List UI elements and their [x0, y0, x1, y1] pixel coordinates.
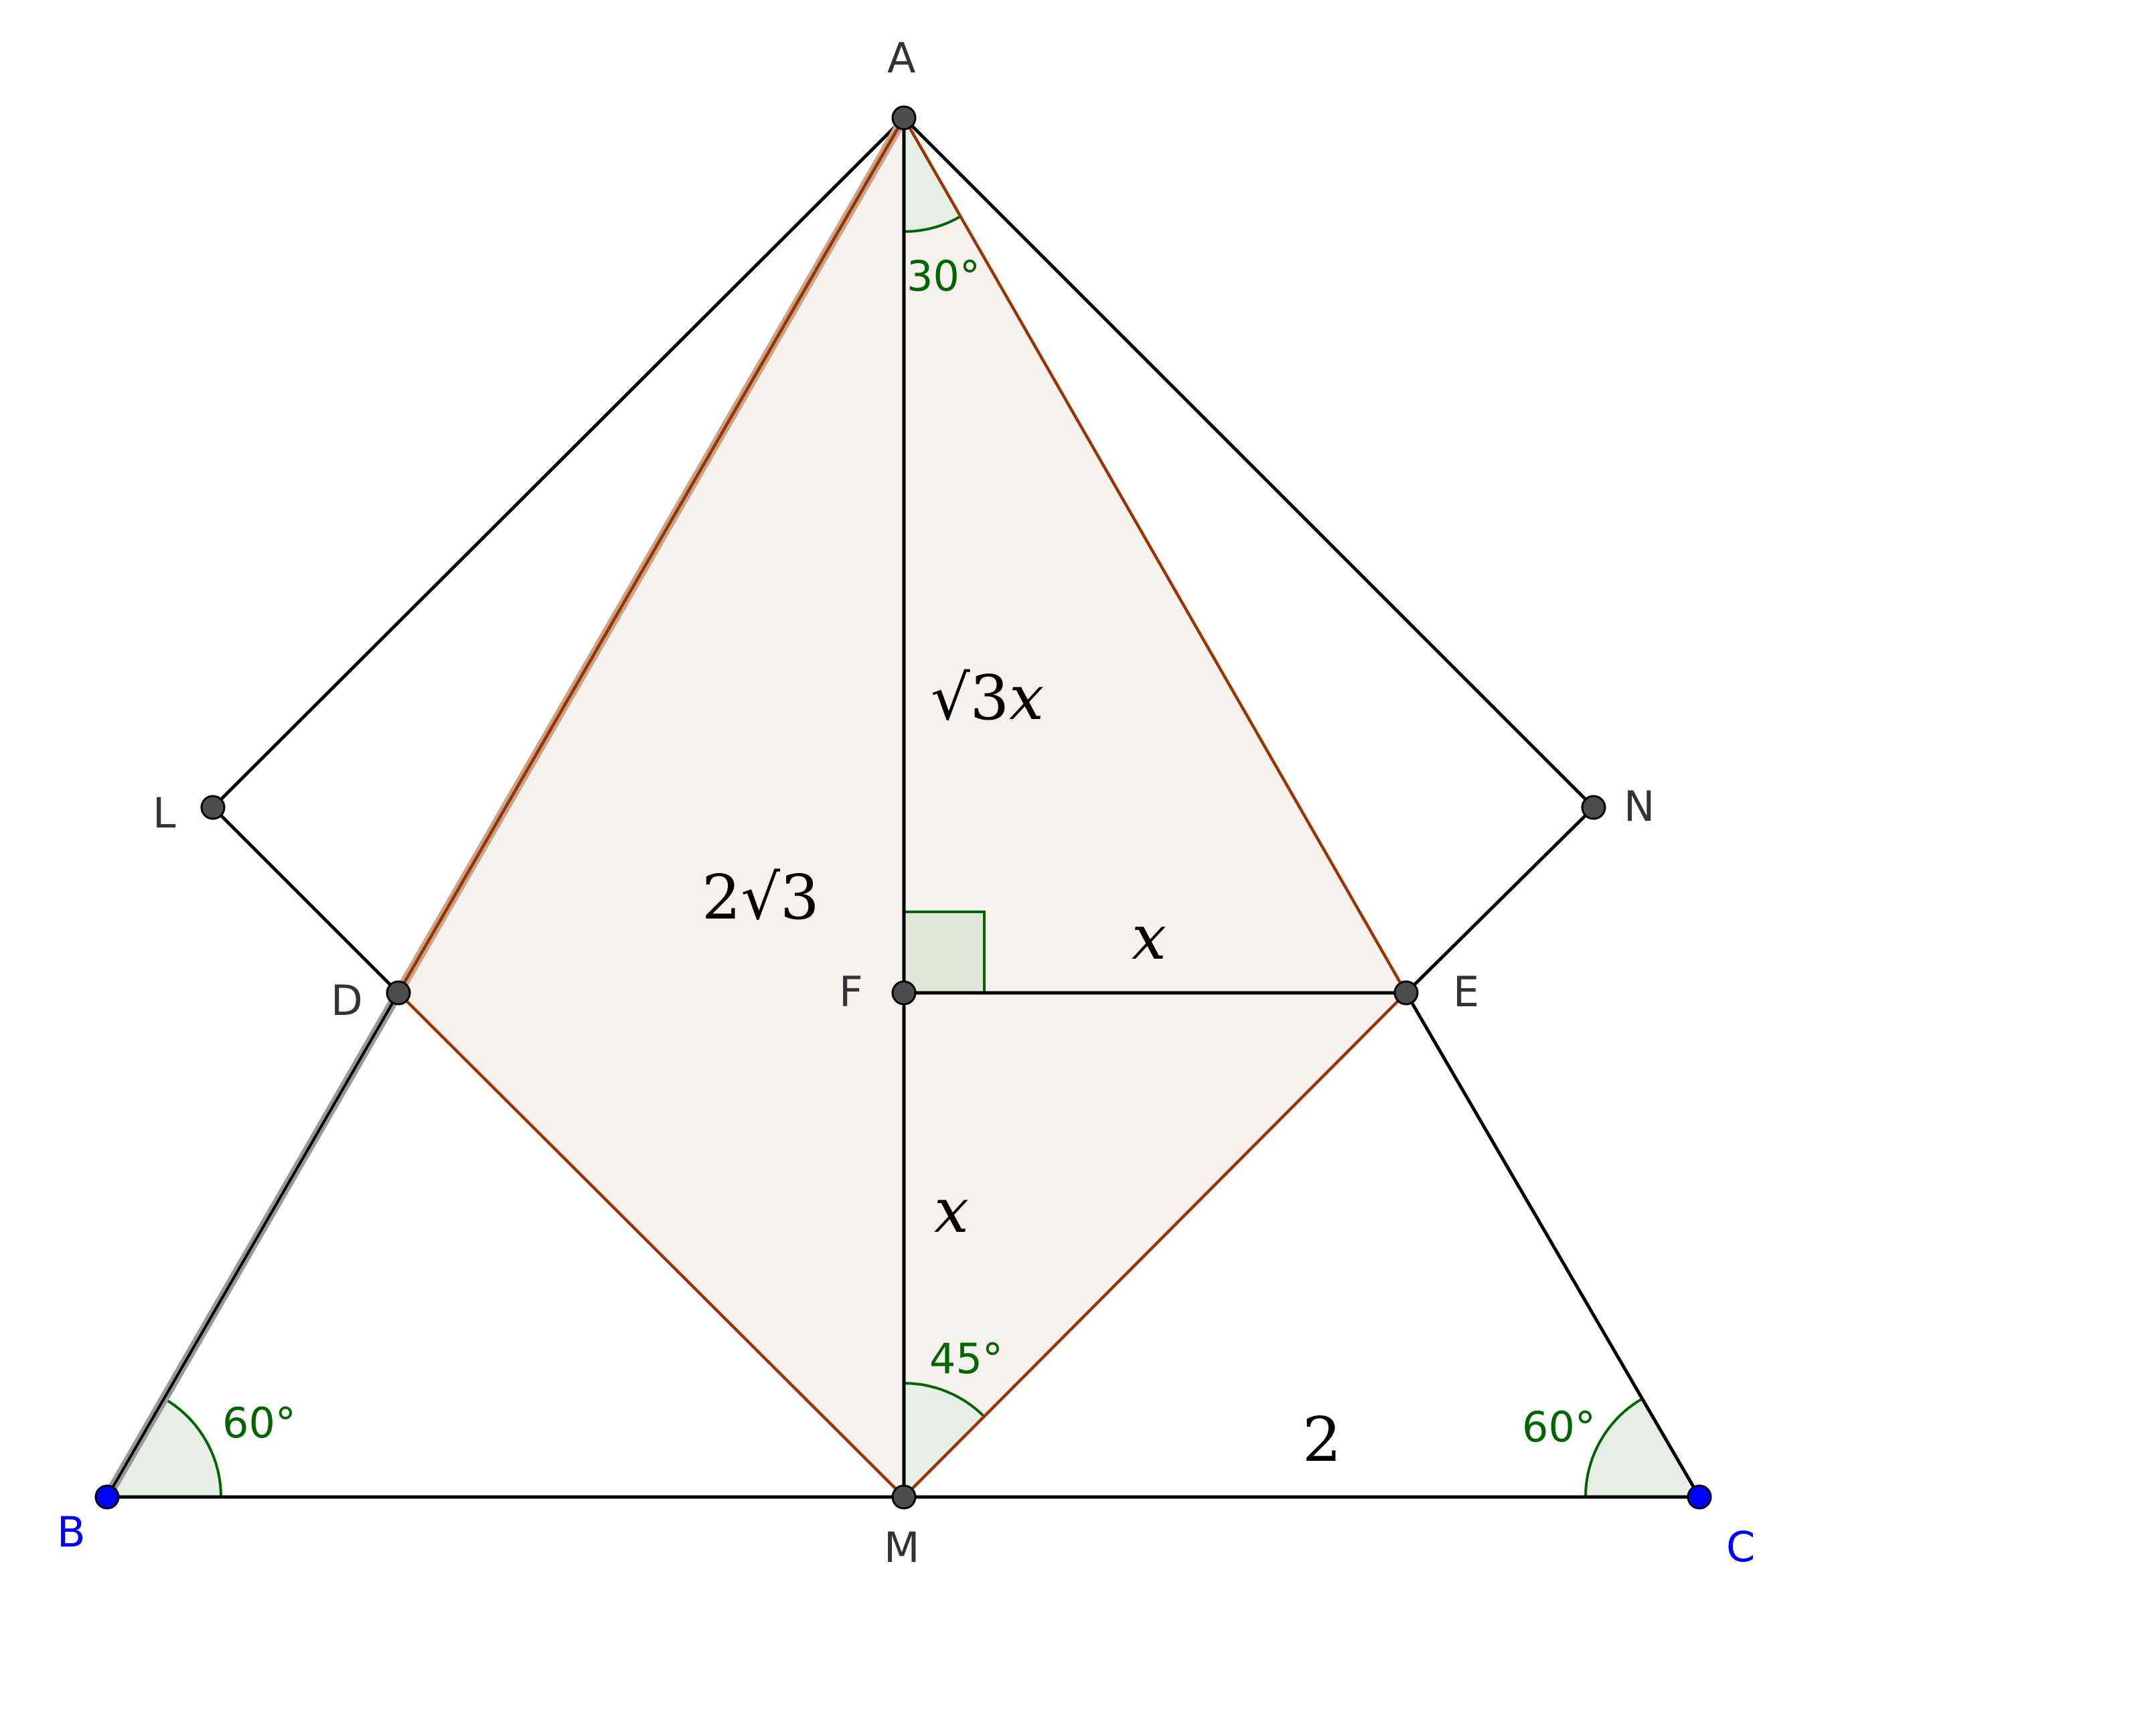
length-AF-var: x: [1009, 662, 1044, 734]
angle-label-B: 60°: [222, 1399, 296, 1447]
point-F: [891, 980, 917, 1006]
point-A: [891, 105, 917, 131]
point-M: [891, 1484, 917, 1510]
black-segments: [107, 116, 1701, 1499]
label-F: F: [839, 967, 863, 1016]
angle-label-A: 30°: [907, 252, 980, 301]
point-C: [1687, 1484, 1712, 1510]
length-FM: x: [934, 1175, 969, 1247]
angle-M-sector: [904, 1383, 984, 1497]
right-angle-F: [903, 911, 986, 994]
angle-C-arc: [1584, 1397, 1644, 1498]
length-AF: √3x: [931, 662, 1044, 734]
point-B: [94, 1484, 120, 1510]
segment-AD: [397, 116, 905, 994]
length-AD-coef: 2: [702, 862, 741, 933]
segment-AL: [212, 116, 905, 809]
segment-AN: [903, 116, 1595, 809]
length-MC: 2: [1302, 1404, 1342, 1476]
label-A: A: [887, 33, 915, 82]
length-FE: x: [1132, 902, 1166, 973]
angle-C-sector: [1586, 1399, 1699, 1497]
segment-ME: [903, 992, 1407, 1498]
length-AF-root: √3: [931, 662, 1009, 734]
label-E: E: [1453, 967, 1479, 1016]
angle-A-arc: [903, 215, 962, 233]
segment-LD: [212, 806, 400, 994]
angle-B-sector: [107, 1399, 221, 1497]
angle-A-sector: [904, 118, 961, 232]
length-AD-root: √3: [741, 862, 820, 933]
angle-label-C: 60°: [1522, 1403, 1596, 1451]
segment-BD: [106, 992, 400, 1498]
angle-M-arc: [903, 1382, 986, 1418]
angle-label-M: 45°: [929, 1334, 1003, 1383]
segment-EA: [903, 116, 1407, 994]
kite-edges: [397, 116, 1407, 1498]
label-D: D: [331, 976, 363, 1025]
segment-NE: [1405, 806, 1595, 994]
segment-EC: [1404, 992, 1701, 1498]
point-E: [1393, 980, 1419, 1006]
segment-DM: [397, 992, 905, 1498]
angle-B-arc: [163, 1397, 222, 1498]
label-M: M: [884, 1523, 920, 1572]
label-N: N: [1624, 782, 1655, 831]
points: [94, 105, 1712, 1510]
label-C: C: [1726, 1522, 1755, 1571]
point-L: [200, 795, 226, 820]
point-N: [1581, 795, 1606, 820]
length-AD: 2√3: [702, 862, 820, 933]
point-D: [386, 980, 411, 1006]
label-B: B: [57, 1508, 86, 1557]
label-L: L: [153, 789, 176, 838]
